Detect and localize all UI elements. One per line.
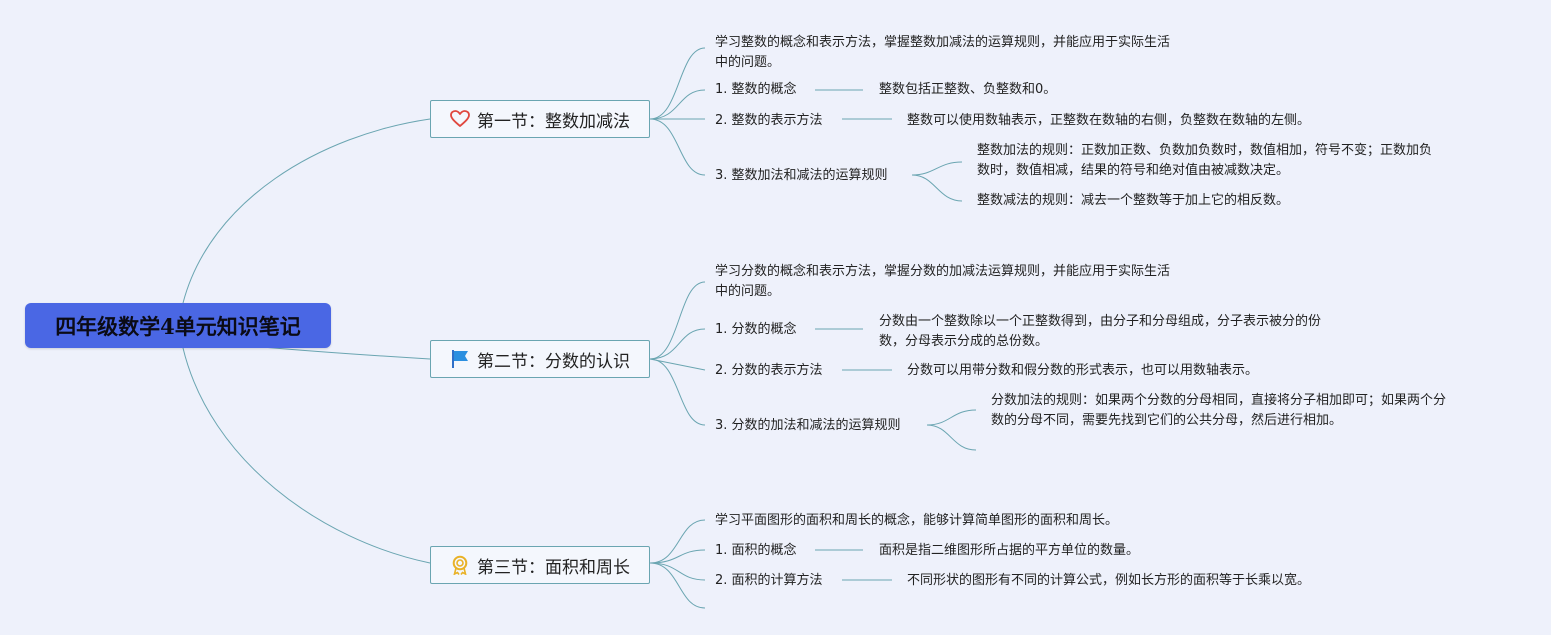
- connector-s2-item3-detail2: [926, 424, 977, 451]
- section-2-item-1-detail: 分数由一个整数除以一个正整数得到，由分子和分母组成，分子表示被分的份 数，分母表…: [879, 314, 1322, 349]
- connector-s1-item3-detail2: [911, 174, 963, 202]
- section-2-summary: 学习分数的概念和表示方法，掌握分数的加减法运算规则，并能应用于实际生活 中的问题…: [715, 264, 1171, 299]
- section-3-item-2-detail: 不同形状的图形有不同的计算公式，例如长方形的面积等于长乘以宽。: [907, 573, 1311, 588]
- section-2-item-2-detail: 分数可以用带分数和假分数的形式表示，也可以用数轴表示。: [907, 363, 1259, 378]
- connector-s3-summary: [649, 519, 706, 564]
- section-1-item-2-detail: 整数可以使用数轴表示，正整数在数轴的右侧，负整数在数轴的左侧。: [907, 113, 1311, 128]
- section-title-3: 第三节：面积和周长: [477, 557, 630, 578]
- section-2-item-1[interactable]: 1. 分数的概念: [715, 322, 797, 337]
- connector-root-section-1: [182, 118, 431, 304]
- section-node-2[interactable]: 第二节：分数的认识: [430, 340, 650, 378]
- section-1-summary: 学习整数的概念和表示方法，掌握整数加减法的运算规则，并能应用于实际生活 中的问题…: [715, 35, 1171, 70]
- connector-s1-item1: [649, 89, 706, 120]
- section-1-item-2[interactable]: 2. 整数的表示方法: [715, 113, 823, 128]
- connector-s1-summary: [649, 47, 706, 120]
- section-2-item-3[interactable]: 3. 分数的加法和减法的运算规则: [715, 418, 901, 433]
- connector-s1-item3-detail1: [911, 161, 963, 176]
- section-node-3[interactable]: 第三节：面积和周长: [430, 546, 650, 584]
- section-2-item-3-detail-1: 分数加法的规则：如果两个分数的分母相同，直接将分子相加即可；如果两个分 数的分母…: [991, 393, 1447, 428]
- section-node-1[interactable]: 第一节：整数加减法: [430, 100, 650, 138]
- section-title-2: 第二节：分数的认识: [477, 351, 630, 372]
- connector-s2-summary: [649, 281, 706, 360]
- section-1-item-3[interactable]: 3. 整数加法和减法的运算规则: [715, 168, 888, 183]
- connector-root-section-3: [182, 347, 431, 564]
- connector-s2-item3: [649, 358, 706, 426]
- root-node[interactable]: 四年级数学4单元知识笔记: [25, 303, 331, 348]
- section-title-1: 第一节：整数加减法: [477, 111, 630, 132]
- section-2-item-2[interactable]: 2. 分数的表示方法: [715, 363, 823, 378]
- award-icon: [450, 555, 470, 575]
- heart-icon: [450, 109, 470, 129]
- section-3-summary: 学习平面图形的面积和周长的概念，能够计算简单图形的面积和周长。: [715, 513, 1119, 528]
- connector-s3-item2: [649, 562, 706, 581]
- connector-s2-item3-detail1: [926, 409, 977, 426]
- connector-s3-branch-end: [649, 562, 706, 609]
- flag-icon: [450, 349, 470, 369]
- connector-s2-item2: [649, 358, 706, 371]
- section-1-item-1[interactable]: 1. 整数的概念: [715, 82, 797, 97]
- section-3-item-1[interactable]: 1. 面积的概念: [715, 543, 797, 558]
- section-1-item-1-detail: 整数包括正整数、负整数和0。: [879, 82, 1057, 97]
- section-1-item-3-detail-1: 整数加法的规则：正数加正数、负数加负数时，数值相加，符号不变；正数加负 数时，数…: [977, 143, 1433, 178]
- section-3-item-2[interactable]: 2. 面积的计算方法: [715, 573, 823, 588]
- section-1-item-3-detail-2: 整数减法的规则：减去一个整数等于加上它的相反数。: [977, 193, 1290, 208]
- section-3-item-1-detail: 面积是指二维图形所占据的平方单位的数量。: [879, 543, 1140, 558]
- connector-s2-item1: [649, 328, 706, 360]
- connector-s1-item3: [649, 118, 706, 176]
- connector-s3-item1: [649, 549, 706, 564]
- connector-root-section-2: [261, 346, 431, 360]
